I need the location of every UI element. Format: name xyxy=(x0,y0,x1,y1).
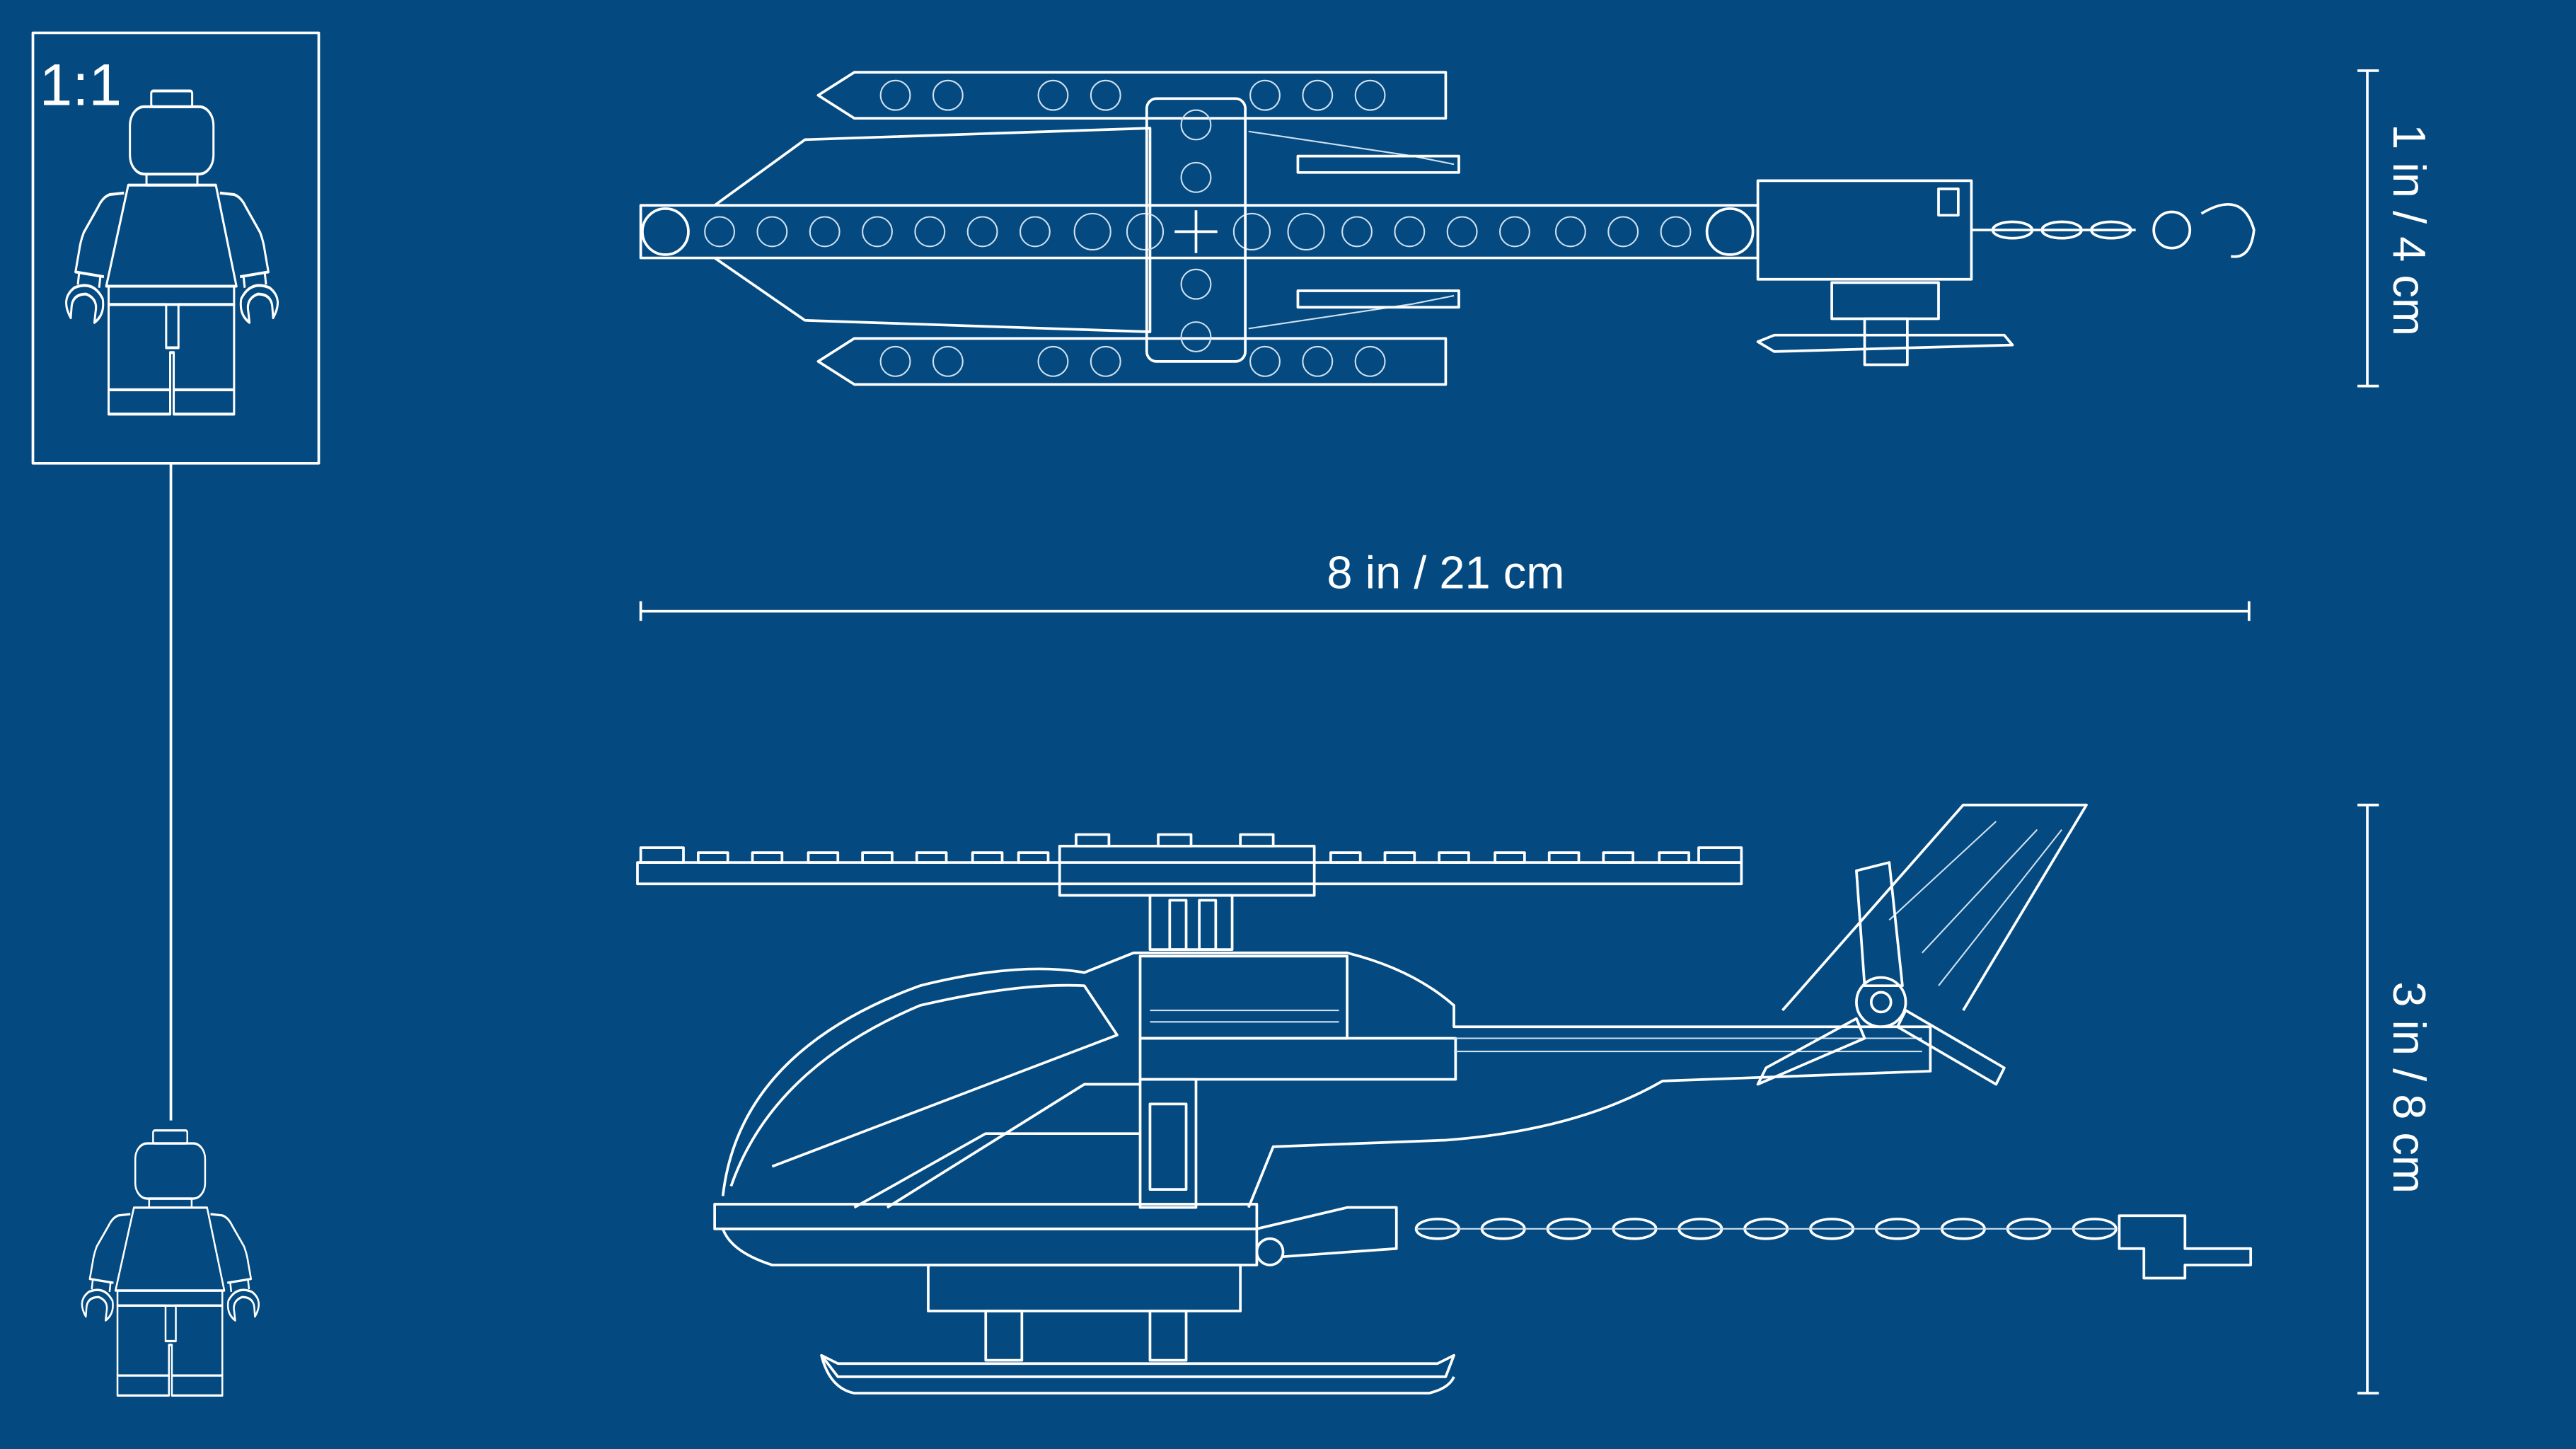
length-dimension: 8 in / 21 cm xyxy=(639,546,2251,621)
helicopter-side-view xyxy=(636,803,2253,1395)
scale-reference: 1:1 xyxy=(31,31,320,1397)
height-label: 3 in / 8 cm xyxy=(2384,981,2435,1194)
minifig-icon xyxy=(67,91,278,415)
scale-frame xyxy=(31,31,320,465)
length-label: 8 in / 21 cm xyxy=(1327,546,1564,598)
scale-label: 1:1 xyxy=(40,52,122,118)
helicopter-top-view xyxy=(639,71,2256,386)
minifig-scaled-icon xyxy=(81,1129,260,1397)
height-dimension: 3 in / 8 cm xyxy=(2357,803,2435,1395)
width-dimension: 1 in / 4 cm xyxy=(2357,69,2435,388)
width-label: 1 in / 4 cm xyxy=(2384,124,2435,336)
